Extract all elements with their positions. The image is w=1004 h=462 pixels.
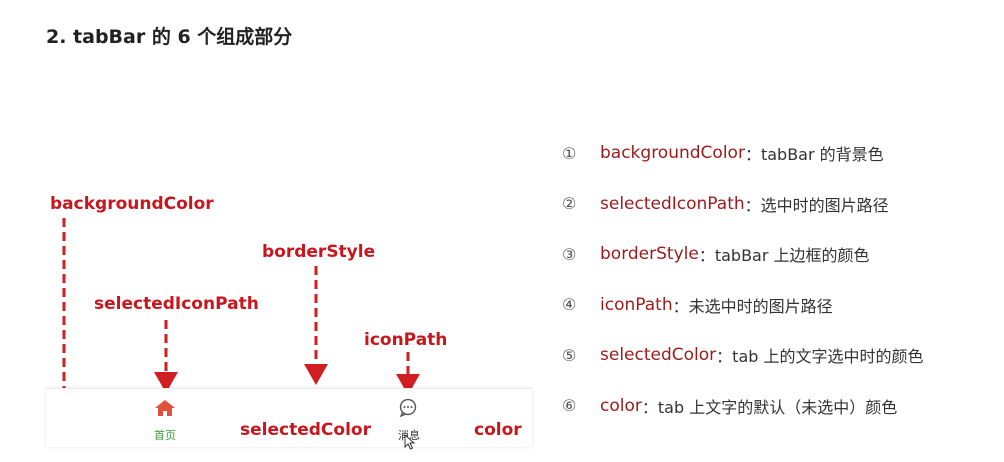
legend-key: backgroundColor xyxy=(600,143,745,164)
legend-item: ④ iconPath ： 未选中时的图片路径 xyxy=(562,280,992,331)
legend-separator: ： xyxy=(744,145,761,165)
legend-number: ④ xyxy=(562,295,577,315)
legend-separator: ： xyxy=(716,347,733,367)
legend-key: iconPath xyxy=(600,294,673,315)
legend-item: ③ borderStyle ： tabBar 上边框的颜色 xyxy=(562,229,992,280)
legend-key: selectedColor xyxy=(600,345,717,366)
legend-description: tab 上文字的默认（未选中）颜色 xyxy=(657,397,898,417)
legend-description: tab 上的文字选中时的颜色 xyxy=(732,347,924,367)
page-title: 2. tabBar 的 6 个组成部分 xyxy=(46,26,293,48)
legend-number: ⑤ xyxy=(562,345,577,365)
chat-bubble-icon[interactable] xyxy=(398,399,418,417)
home-icon[interactable] xyxy=(154,399,176,417)
legend-key: color xyxy=(600,395,642,416)
callout-icon-path: iconPath xyxy=(364,330,448,350)
legend-separator: ： xyxy=(641,397,658,417)
legend-separator: ： xyxy=(698,246,715,266)
legend-description: tabBar 的背景色 xyxy=(760,145,884,165)
callout-background-color: backgroundColor xyxy=(50,194,214,214)
legend-description: tabBar 上边框的颜色 xyxy=(714,246,870,266)
legend-number: ① xyxy=(562,143,577,163)
legend-key: selectedIconPath xyxy=(600,193,745,214)
legend-item: ① backgroundColor ： tabBar 的背景色 xyxy=(562,128,992,179)
legend-number: ⑥ xyxy=(562,396,577,416)
legend-item: ② selectedIconPath ： 选中时的图片路径 xyxy=(562,179,992,230)
legend-number: ② xyxy=(562,194,577,214)
callout-selected-icon-path: selectedIconPath xyxy=(94,294,259,314)
legend-separator: ： xyxy=(672,296,689,316)
legend-item: ⑥ color ： tab 上文字的默认（未选中）颜色 xyxy=(562,381,992,432)
legend-description: 选中时的图片路径 xyxy=(760,195,889,215)
callout-selected-color: selectedColor xyxy=(240,420,371,440)
legend-number: ③ xyxy=(562,244,577,264)
tab-home-label[interactable]: 首页 xyxy=(154,429,176,442)
mouse-cursor-icon xyxy=(404,434,416,450)
callout-color: color xyxy=(474,420,522,440)
legend-separator: ： xyxy=(744,195,761,215)
legend-description: 未选中时的图片路径 xyxy=(688,296,833,316)
property-legend: ① backgroundColor ： tabBar 的背景色 ② select… xyxy=(562,128,992,431)
tab-message-label[interactable]: 消息 xyxy=(398,429,420,442)
callout-border-style: borderStyle xyxy=(262,242,376,262)
legend-key: borderStyle xyxy=(600,244,699,265)
legend-item: ⑤ selectedColor ： tab 上的文字选中时的颜色 xyxy=(562,330,992,381)
tab-bar: 首页 消息 xyxy=(46,388,532,447)
